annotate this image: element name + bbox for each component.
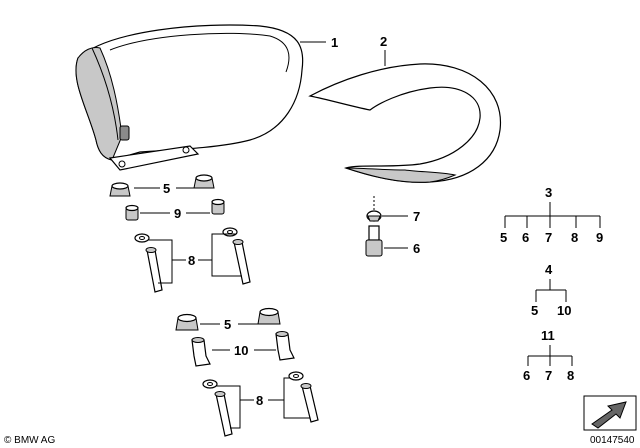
- bolt-6[interactable]: [365, 225, 383, 257]
- kit-3-item-6: 6: [522, 230, 529, 245]
- cover-part[interactable]: [308, 63, 502, 183]
- seat-part[interactable]: [75, 24, 304, 171]
- screw-8-lower-left[interactable]: [214, 391, 233, 437]
- kit-4-item-5: 5: [531, 303, 538, 318]
- washer-lower-left[interactable]: [202, 379, 218, 389]
- screw-8-lower-right[interactable]: [300, 383, 319, 423]
- callout-1: 1: [331, 35, 338, 50]
- kit-11-item-6: 6: [523, 368, 530, 383]
- callout-7: 7: [413, 209, 420, 224]
- kit-4-title: 4: [545, 262, 553, 277]
- copyright-text: © BMW AG: [4, 435, 55, 446]
- kit-11-tree: 11 6 7 8: [523, 328, 574, 383]
- callout-6: 6: [413, 241, 420, 256]
- kit-3-item-7: 7: [545, 230, 552, 245]
- washer-lower-right[interactable]: [288, 371, 304, 381]
- kit-4-item-10: 10: [557, 303, 571, 318]
- kit-3-tree: 3 5 6 7 8 9: [500, 185, 603, 245]
- callout-2: 2: [380, 34, 387, 49]
- nut-7[interactable]: [366, 210, 382, 222]
- callout-8-lower: 8: [256, 393, 263, 408]
- kit-11-title: 11: [541, 328, 555, 343]
- washer-left[interactable]: [134, 233, 150, 243]
- kit-3-title: 3: [545, 185, 552, 200]
- image-number: 00147540: [590, 435, 635, 446]
- callout-9: 9: [174, 206, 181, 221]
- washer-right[interactable]: [222, 227, 238, 237]
- rubber-buffer-5-right[interactable]: [193, 174, 215, 189]
- kit-3-item-8: 8: [571, 230, 578, 245]
- sleeve-10-right[interactable]: [275, 331, 295, 361]
- callout-8-upper: 8: [188, 253, 195, 268]
- callout-5-upper: 5: [163, 181, 170, 196]
- rubber-buffer-5-lower-right[interactable]: [257, 307, 281, 325]
- kit-3-item-5: 5: [500, 230, 507, 245]
- rubber-buffer-5-lower-left[interactable]: [175, 313, 199, 331]
- kit-11-item-7: 7: [545, 368, 552, 383]
- kit-3-item-9: 9: [596, 230, 603, 245]
- callout-5-lower: 5: [224, 317, 231, 332]
- spacer-9-right[interactable]: [211, 198, 225, 215]
- kit-4-tree: 4 5 10: [531, 262, 571, 318]
- spacer-9-left[interactable]: [125, 204, 139, 221]
- direction-arrow-icon: [583, 395, 637, 431]
- sleeve-10-left[interactable]: [191, 337, 211, 367]
- kit-11-item-8: 8: [567, 368, 574, 383]
- screw-8-right[interactable]: [232, 239, 251, 285]
- callout-10: 10: [234, 343, 248, 358]
- rubber-buffer-5-left[interactable]: [109, 182, 131, 197]
- screw-8-left[interactable]: [145, 247, 163, 293]
